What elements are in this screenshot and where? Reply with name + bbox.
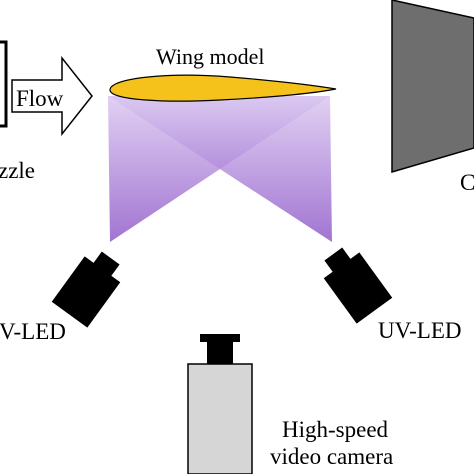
camera-label-line2: video camera [270,444,393,469]
uv-light-beam-right [108,96,332,242]
uv-led-right-label: UV-LED [378,318,461,343]
camera-body [187,363,253,474]
wing-model-label: Wing model [156,44,265,69]
camera-lens [207,340,233,364]
screen [391,0,474,174]
uv-led-left-nose [92,251,120,278]
flow-arrow [11,55,93,137]
uv-led-left-body [51,256,121,328]
uv-led-right-body [323,252,393,324]
uv-led-right-nose [324,247,352,274]
uv-led-left [51,251,121,328]
nozzle-label: zzle [0,158,35,183]
high-speed-camera [187,334,253,474]
flow-label: Flow [16,86,64,111]
camera-label-line1: High-speed [282,417,389,442]
uv-led-right [323,247,393,324]
uv-led-left-label: V-LED [0,319,66,344]
camera-lens-cap [200,334,240,342]
screen-label: C [460,170,474,195]
wing-model [109,74,337,102]
nozzle [0,40,8,128]
